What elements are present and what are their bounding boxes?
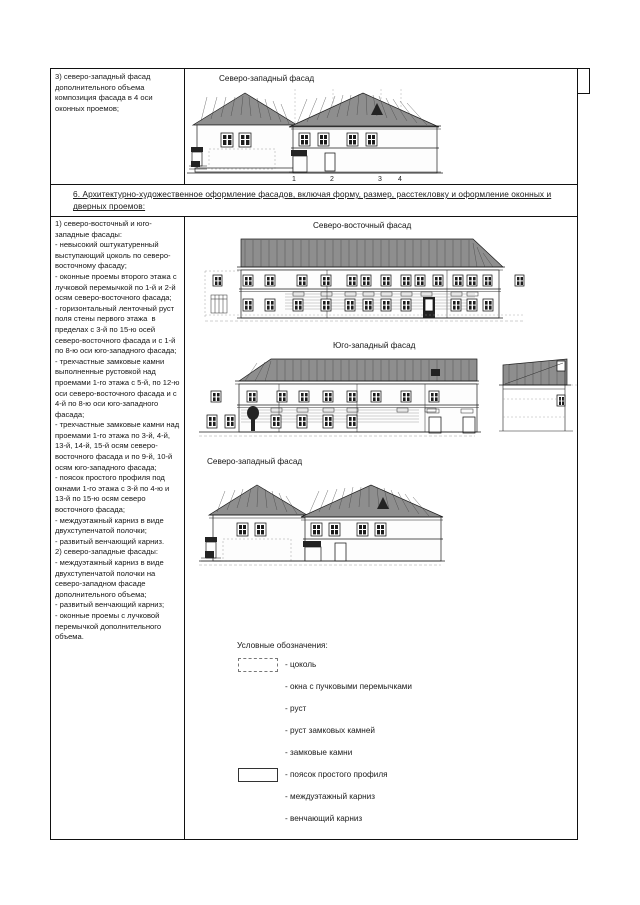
body-description-text: 1) северо-восточный и юго-западные фасад… [55, 219, 180, 642]
cell-body-drawings: Северо-восточный фасад [185, 217, 579, 839]
legend-label-0: - цоколь [285, 660, 317, 669]
legend-swatch-belt-course [238, 768, 278, 782]
drawing-northwest-facade [199, 484, 445, 566]
legend-item-5: - поясок простого профиля [237, 768, 497, 790]
legend-item-7: - венчающий карниз [237, 812, 497, 834]
axis-number-4: 4 [398, 176, 402, 183]
legend-item-0: - цоколь [237, 658, 497, 680]
caption-southwest: Юго-западный фасад [333, 341, 416, 350]
drawing-southwest-facade [199, 358, 579, 437]
legend-title: Условные обозначения: [237, 641, 328, 650]
legend-label-2: - руст [285, 704, 307, 713]
top-description-text: 3) северо-западный фасад дополнительного… [55, 72, 155, 113]
legend-label-4: - замковые камни [285, 748, 353, 757]
drawing-northeast-facade [204, 238, 525, 322]
legend-item-3: - руст замковых камней [237, 724, 497, 746]
section-header-text: 6. Архитектурно-художественное оформлени… [73, 189, 552, 212]
table-row-top: 3) северо-западный фасад дополнительного… [51, 69, 577, 185]
cell-top-description: 3) северо-западный фасад дополнительного… [51, 69, 185, 184]
axis-number-3: 3 [378, 176, 382, 183]
legend-label-7: - венчающий карниз [285, 814, 363, 823]
axis-number-2: 2 [330, 176, 334, 183]
legend-item-6: - междуэтажный карниз [237, 790, 497, 812]
caption-northwest-small: Северо-западный фасад [219, 74, 315, 83]
legend-item-4: - замковые камни [237, 746, 497, 768]
caption-northeast: Северо-восточный фасад [313, 221, 412, 230]
legend-label-3: - руст замковых камней [285, 726, 375, 735]
legend-swatch-plinth [238, 658, 278, 672]
caption-northwest: Северо-западный фасад [207, 457, 303, 466]
document-table: 3) северо-западный фасад дополнительного… [50, 68, 579, 840]
table-row-body: 1) северо-восточный и юго-западные фасад… [51, 217, 579, 839]
drawing-northwest-small: 1 2 3 4 [187, 89, 443, 183]
legend: Условные обозначения: - цоколь - окна с … [237, 641, 497, 834]
legend-label-5: - поясок простого профиля [285, 770, 388, 779]
cell-body-description: 1) северо-восточный и юго-западные фасад… [51, 217, 185, 839]
axis-number-1: 1 [292, 176, 296, 183]
cell-top-drawing: Северо-западный фасад [185, 69, 577, 184]
section-header-row: 6. Архитектурно-художественное оформлени… [51, 185, 577, 217]
legend-label-6: - междуэтажный карниз [285, 792, 376, 801]
legend-label-1: - окна с пучковыми перемычками [285, 682, 412, 691]
legend-item-1: - окна с пучковыми перемычками [237, 680, 497, 702]
legend-item-2: - руст [237, 702, 497, 724]
